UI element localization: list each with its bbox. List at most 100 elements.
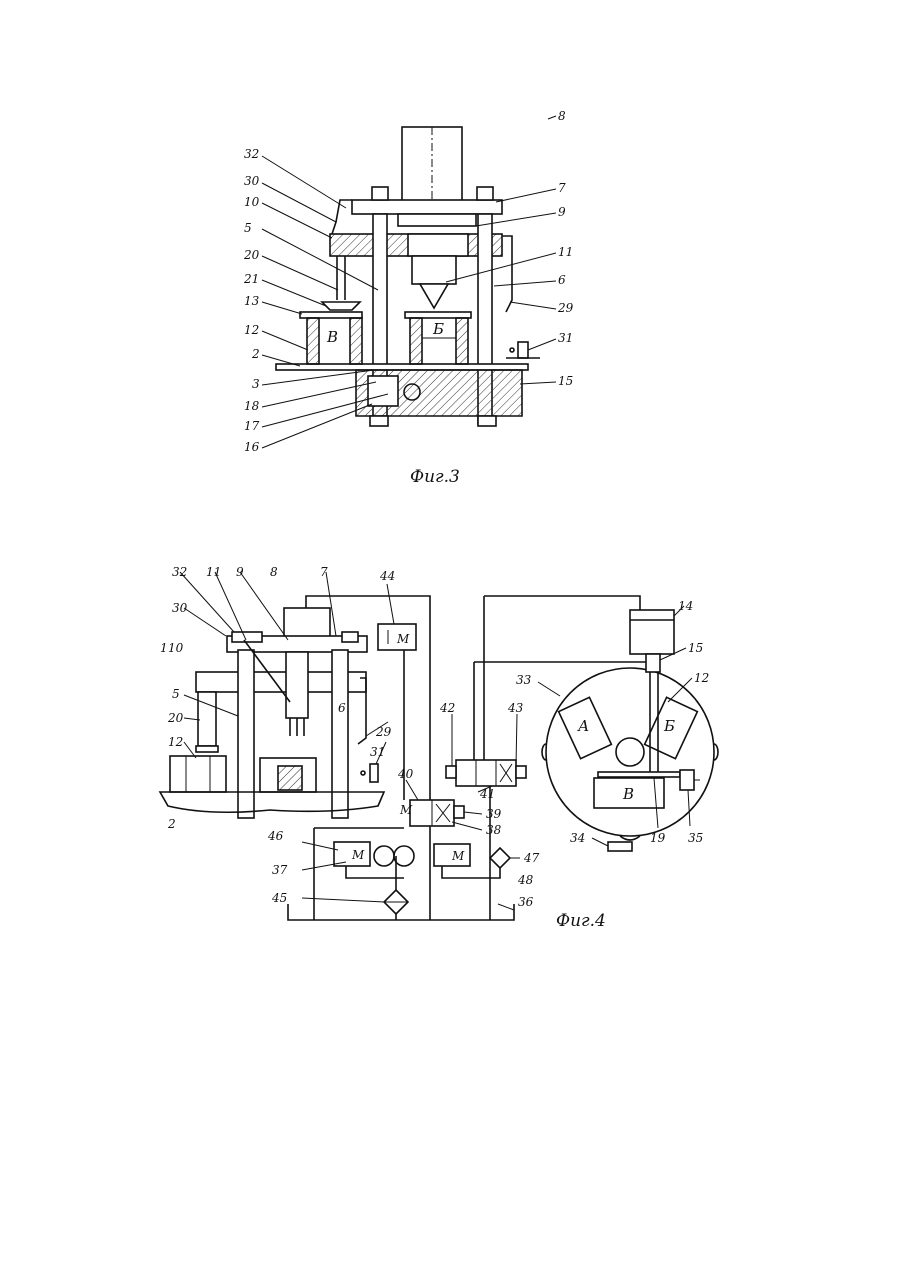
label-5: 5 <box>172 687 180 701</box>
label-2: 2 <box>167 817 176 831</box>
label-7: 7 <box>558 181 566 195</box>
valve-41 <box>456 760 516 786</box>
label-10-prefix: 1 <box>160 641 168 655</box>
cylinder-14 <box>630 610 674 654</box>
punch-tip <box>420 284 448 308</box>
table-2 <box>160 792 384 812</box>
solenoid-39 <box>454 806 464 818</box>
top-plate-7 <box>352 200 502 214</box>
label-13: 13 <box>244 294 260 308</box>
punch-holder <box>408 234 468 256</box>
label-20: 20 <box>243 248 260 262</box>
label-34: 34 <box>570 831 585 845</box>
bolt-head <box>477 187 493 200</box>
label-15: 15 <box>558 374 573 388</box>
label-38: 38 <box>486 823 502 837</box>
mold-wall <box>410 318 422 364</box>
label-12: 12 <box>244 323 259 337</box>
valve-38-letter: M <box>399 803 413 817</box>
stem-20 <box>198 692 216 746</box>
mold-wall <box>456 318 468 364</box>
label-11: 11 <box>558 245 573 259</box>
figure-3: 8 32 30 10 5 20 21 13 12 2 3 18 17 16 7 … <box>243 109 574 487</box>
label-36: 36 <box>518 895 534 909</box>
label-8: 8 <box>558 109 566 123</box>
filter-47 <box>490 848 510 868</box>
label-35: 35 <box>688 831 703 845</box>
label-6: 6 <box>338 701 346 715</box>
label-30: 30 <box>172 601 188 615</box>
label-2: 2 <box>251 347 260 361</box>
label-40: 40 <box>397 767 414 781</box>
label-46: 46 <box>267 829 284 843</box>
label-5: 5 <box>244 221 252 235</box>
rake-19 <box>598 772 680 777</box>
punch-9 <box>286 652 308 718</box>
label-29: 29 <box>375 725 392 739</box>
bearing-17 <box>368 376 398 406</box>
solenoid-42 <box>446 766 456 778</box>
mold-12 <box>170 756 226 792</box>
label-12: 12 <box>694 671 709 685</box>
valve-44-letter: M <box>396 632 410 646</box>
label-41: 41 <box>479 787 495 801</box>
zone-b: Б <box>663 717 675 735</box>
label-21: 21 <box>243 272 259 286</box>
label-10: 10 <box>168 641 184 655</box>
label-12b: 12 <box>168 735 183 749</box>
label-17: 17 <box>244 419 260 433</box>
sensor-31 <box>370 764 378 782</box>
label-29: 29 <box>557 301 574 315</box>
label-42: 42 <box>439 701 455 715</box>
flange-13 <box>300 312 362 318</box>
label-47: 47 <box>523 851 540 865</box>
label-9: 9 <box>558 205 566 219</box>
label-6: 6 <box>558 273 566 287</box>
punch-11 <box>412 256 456 284</box>
zone-v: В <box>622 785 634 803</box>
label-9: 9 <box>236 565 244 579</box>
plate-9 <box>398 214 476 226</box>
zone-a: А <box>577 717 589 735</box>
sensor-34 <box>608 842 632 851</box>
cup-21 <box>322 302 360 310</box>
sensor-35 <box>680 770 694 790</box>
label-39: 39 <box>486 807 502 821</box>
label-45: 45 <box>271 891 287 905</box>
label-15: 15 <box>688 641 703 655</box>
label-44: 44 <box>379 569 395 583</box>
nut <box>478 416 496 426</box>
cup <box>196 746 218 752</box>
sensor-31 <box>518 342 528 358</box>
label-43: 43 <box>507 701 524 715</box>
label-19: 19 <box>650 831 666 845</box>
valve-46-letter: M <box>351 848 365 862</box>
figure-4-caption: Фиг.4 <box>556 911 606 931</box>
label-10: 10 <box>244 195 260 209</box>
label-7: 7 <box>320 565 328 579</box>
label-32: 32 <box>244 147 259 161</box>
cylinder-8 <box>284 608 330 638</box>
bolt-head <box>372 187 388 200</box>
label-37: 37 <box>272 863 288 877</box>
label-3: 3 <box>252 377 260 391</box>
label-18: 18 <box>244 399 260 413</box>
label-16: 16 <box>244 440 260 454</box>
label-11: 11 <box>206 565 221 579</box>
label-31: 31 <box>558 331 573 345</box>
label-48: 48 <box>517 873 534 887</box>
valve-48-letter: M <box>451 849 465 863</box>
flange <box>405 312 471 318</box>
mold-wall <box>307 318 319 364</box>
label-33: 33 <box>516 673 532 687</box>
label-32: 32 <box>172 565 187 579</box>
rod-15 <box>646 654 660 672</box>
pump-37a <box>374 846 394 866</box>
mold-wall <box>350 318 362 364</box>
solenoid-43 <box>516 766 526 778</box>
label-14: 14 <box>678 599 693 613</box>
figure-4: M M M M <box>160 565 718 931</box>
bolt-head <box>342 632 358 642</box>
zone-v: В <box>326 328 338 346</box>
